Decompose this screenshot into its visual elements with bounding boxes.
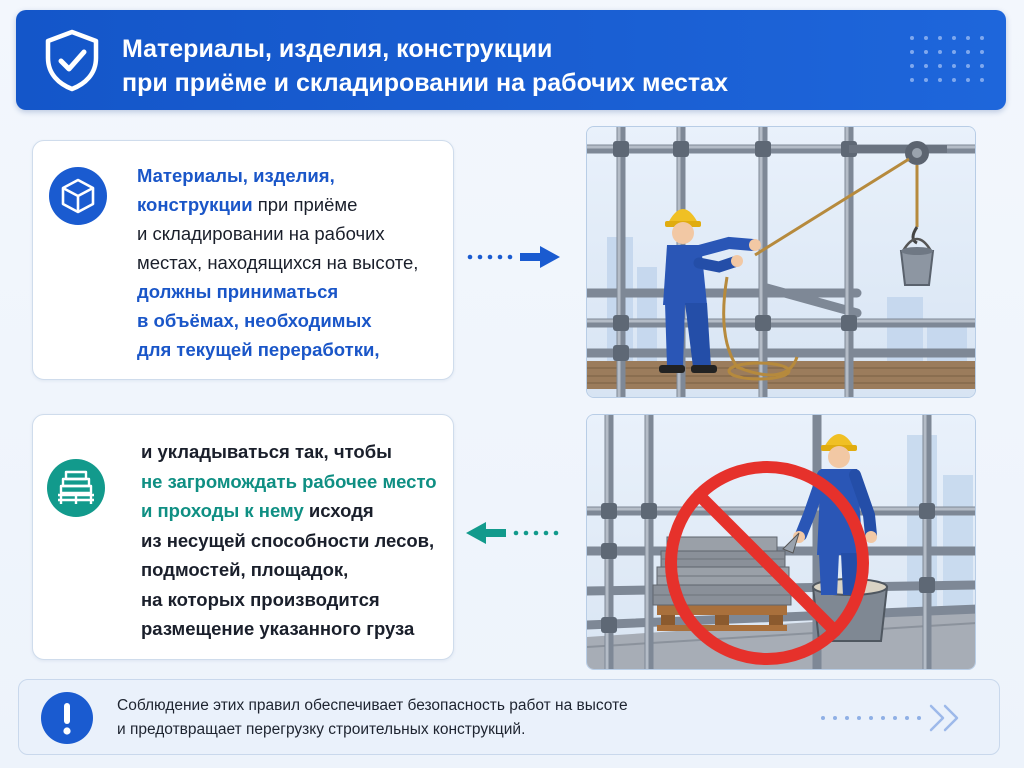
text-line: и укладываться так, чтобы — [141, 441, 392, 462]
box-badge — [49, 167, 107, 225]
text-line: Материалы, изделия, — [137, 165, 335, 186]
text-highlight: и проходы к нему — [141, 500, 304, 521]
text-line: подмостей, площадок, — [141, 559, 349, 580]
text-line: местах, находящихся на высоте, — [137, 252, 419, 273]
scaffold-scene-illustration — [587, 127, 975, 397]
text-line: и проходы к нему исходя — [141, 496, 451, 526]
text-line: размещение указанного груза — [141, 618, 415, 639]
arrow-left-icon — [466, 522, 559, 544]
text-line: должны приниматься — [137, 281, 339, 302]
footer-line-2: и предотвращает перегрузку строительных … — [117, 721, 526, 738]
arrow-right-icon — [467, 246, 560, 268]
text-plain: при приёме — [252, 194, 358, 215]
rule-card-storing: и укладываться так, чтобы не загромождат… — [32, 414, 454, 660]
title-line-1: Материалы, изделия, конструкции — [122, 35, 553, 63]
rule-text-receiving: Материалы, изделия, конструкции при приё… — [137, 161, 452, 364]
rule-text-storing: и укладываться так, чтобы не загромождат… — [141, 437, 451, 644]
footer-line-1: Соблюдение этих правил обеспечивает безо… — [117, 697, 628, 714]
title-line-2: при приёме и складировании на рабочих ме… — [122, 69, 728, 97]
text-highlight: конструкции — [137, 194, 253, 215]
pallet-stack-icon — [58, 470, 94, 504]
prohibited-sign-icon — [665, 461, 869, 665]
rule-card-receiving: Материалы, изделия, конструкции при приё… — [32, 140, 454, 380]
worker-figure — [659, 209, 761, 373]
dot-grid-decoration — [910, 36, 984, 82]
footer-text: Соблюдение этих правил обеспечивает безо… — [117, 694, 737, 742]
shield-check-icon — [45, 29, 99, 92]
text-line: конструкции при приёме — [137, 190, 452, 219]
text-plain: исходя — [303, 500, 374, 521]
scaffold-overload-illustration — [587, 415, 975, 669]
text-line: для текущей переработки, — [137, 339, 380, 360]
worker-hoisting-bucket-illustration — [586, 126, 976, 398]
warning-badge — [41, 692, 93, 744]
header-banner: Материалы, изделия, конструкции при приё… — [16, 10, 1006, 110]
exclamation-icon — [63, 703, 71, 735]
overloaded-scaffold-prohibited-illustration — [586, 414, 976, 670]
footer-note: Соблюдение этих правил обеспечивает безо… — [18, 679, 1000, 755]
box-icon — [61, 178, 95, 214]
chevron-right-double-icon — [821, 704, 959, 732]
text-line: в объёмах, необходимых — [137, 310, 372, 331]
page-title: Материалы, изделия, конструкции при приё… — [122, 32, 728, 100]
text-line: не загромождать рабочее место — [141, 470, 437, 492]
pallet-badge — [47, 459, 105, 517]
text-line: из несущей способности лесов, — [141, 529, 435, 551]
text-line: и складировании на рабочих — [137, 223, 385, 244]
text-line: на которых производится — [141, 588, 380, 610]
